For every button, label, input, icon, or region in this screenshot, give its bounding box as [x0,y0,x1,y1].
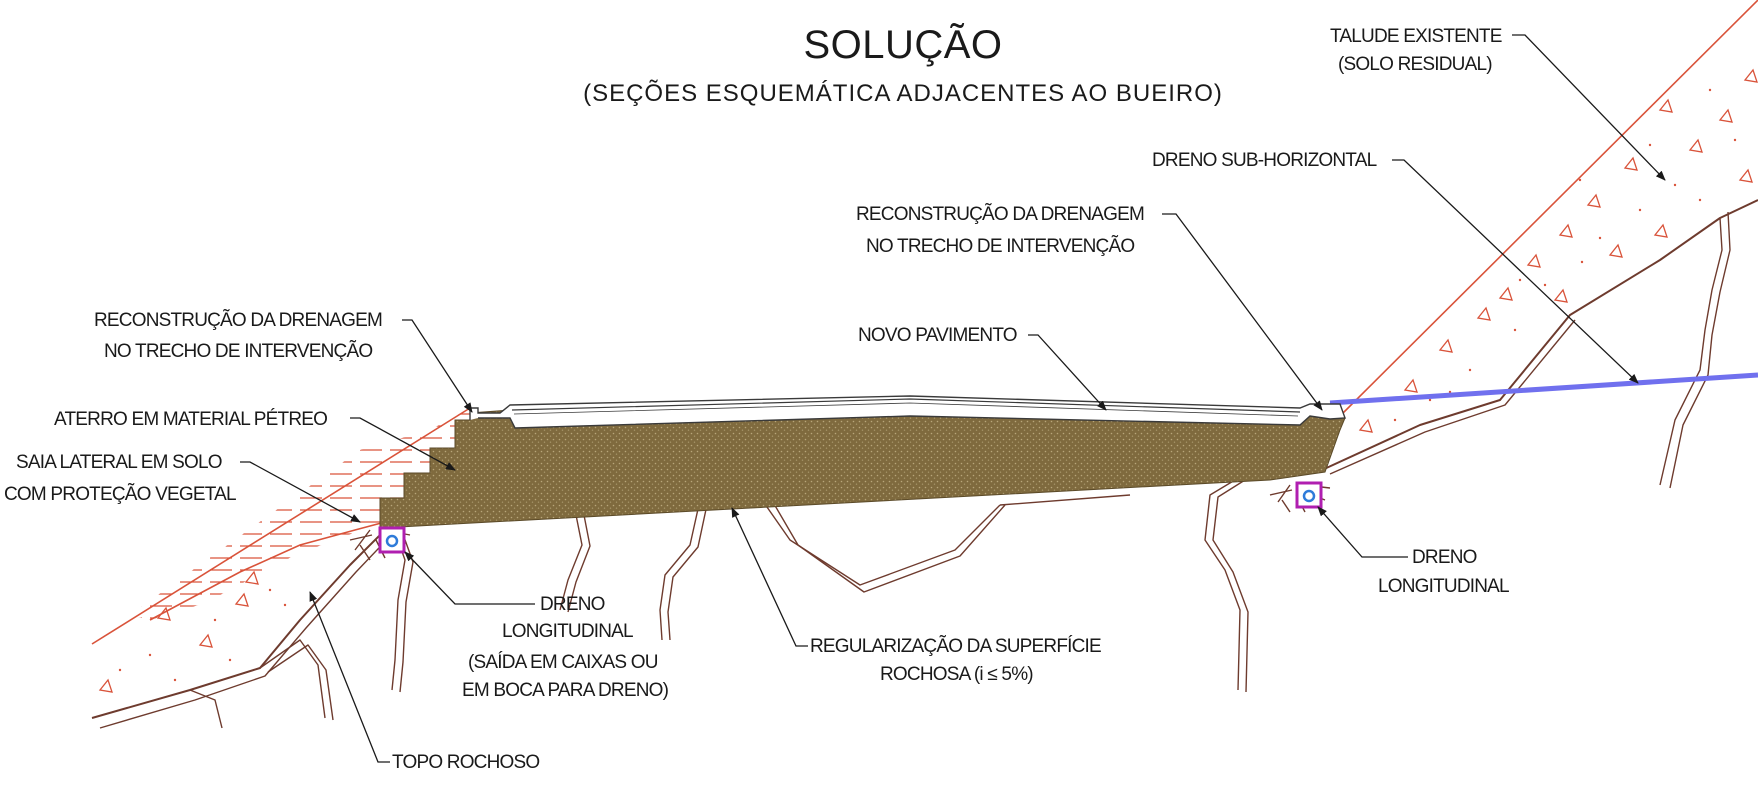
existing-slope-left [91,407,471,729]
pavement [469,395,1346,429]
existing-slope-right [1321,0,1758,489]
label-topo-rochoso: TOPO ROCHOSO [392,752,539,773]
label-dreno-right-2: LONGITUDINAL [1378,576,1509,597]
leader-topo-rochoso [309,591,390,763]
subhorizontal-drain [1329,372,1758,406]
label-saia-lateral-1: SAIA LATERAL EM SOLO [16,452,222,473]
leader-dreno-sub [1392,159,1639,384]
page-subtitle: (SEÇÕES ESQUEMÁTICA ADJACENTES AO BUEIRO… [583,79,1223,107]
label-talude-existente: TALUDE EXISTENTE [1330,26,1502,47]
label-saida-1: (SAÍDA EM CAIXAS OU [468,652,658,673]
leader-aterro [350,417,456,471]
label-reconstrucao-right-1: RECONSTRUÇÃO DA DRENAGEM [856,203,1144,225]
leader-talude [1512,34,1666,181]
leader-dreno-right [1317,506,1408,558]
label-dreno-left-1: DRENO [540,594,605,615]
leader-reconstrucao-right [1162,213,1323,411]
page-title: SOLUÇÃO [803,22,1002,67]
rock-contact-left [91,522,393,719]
drain-left [349,526,411,561]
slope-surface-line [1337,0,1758,419]
soil-texture-right [1358,68,1758,433]
leader-saia [240,461,361,523]
label-regularizacao-2: ROCHOSA (i ≤ 5%) [880,664,1033,685]
soil-texture-left [98,570,287,693]
label-saia-lateral-2: COM PROTEÇÃO VEGETAL [4,483,236,505]
label-reconstrucao-left-2: NO TRECHO DE INTERVENÇÃO [104,340,372,362]
label-regularizacao-1: REGULARIZAÇÃO DA SUPERFÍCIE [810,635,1101,657]
drain-right [1269,481,1331,513]
label-dreno-sub-horizontal: DRENO SUB-HORIZONTAL [1152,150,1377,171]
label-reconstrucao-right-2: NO TRECHO DE INTERVENÇÃO [866,235,1134,257]
label-dreno-right-1: DRENO [1412,547,1477,568]
label-reconstrucao-left-1: RECONSTRUÇÃO DA DRENAGEM [94,309,382,331]
leader-dreno-left [404,551,535,605]
label-novo-pavimento: NOVO PAVIMENTO [858,325,1017,346]
label-solo-residual: (SOLO RESIDUAL) [1338,54,1492,75]
saia-hatched-soil [130,408,470,620]
label-aterro: ATERRO EM MATERIAL PÉTREO [54,409,327,430]
label-saida-2: EM BOCA PARA DRENO) [462,680,669,701]
leader-novo-pavimento [1028,334,1107,411]
leader-reconstrucao-left [402,319,473,413]
leader-regularizacao [731,507,808,647]
label-dreno-left-2: LONGITUDINAL [502,621,633,642]
